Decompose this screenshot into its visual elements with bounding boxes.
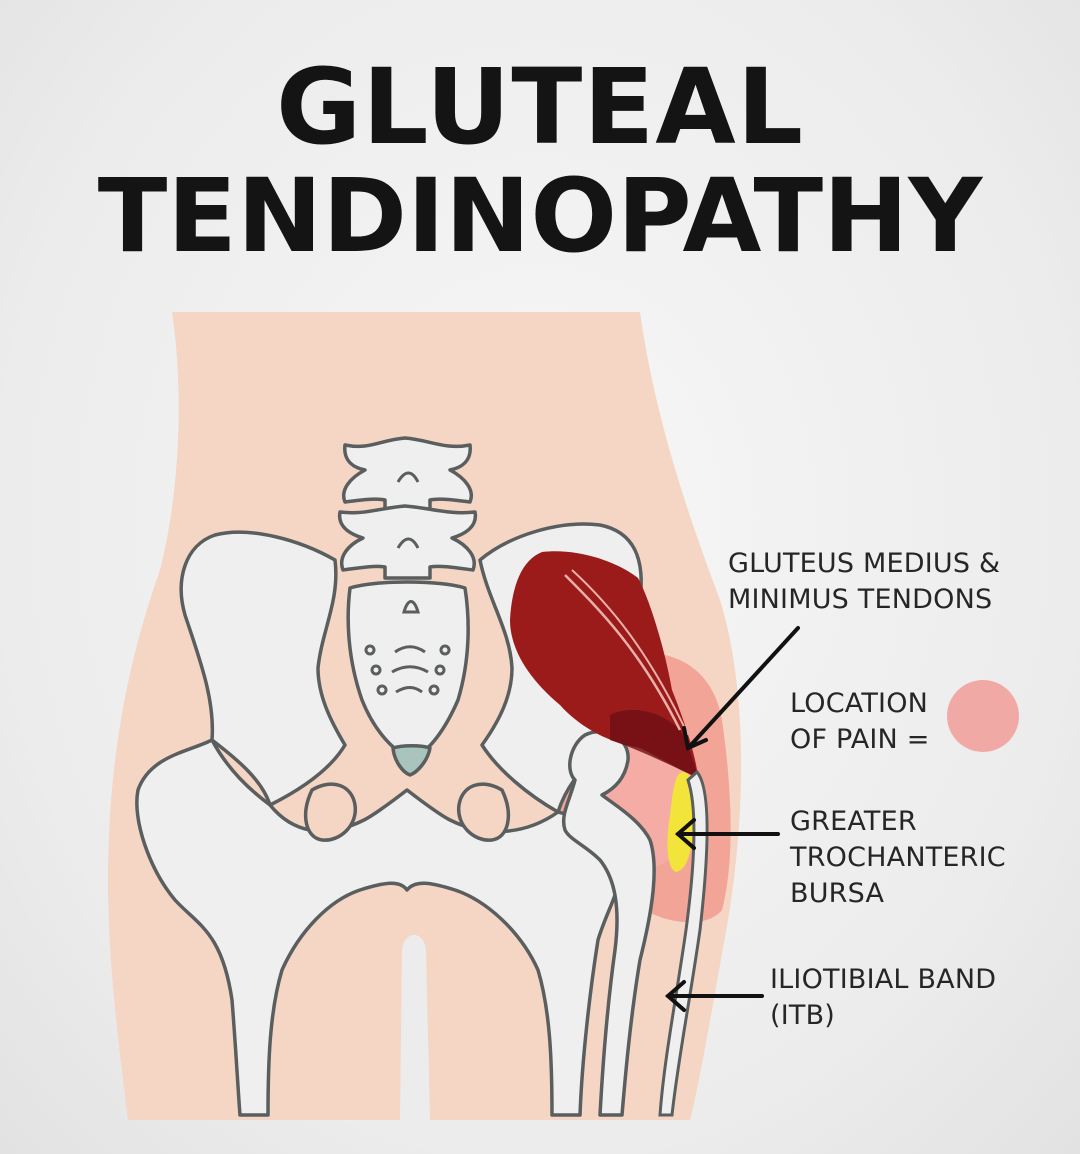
pain-legend-swatch (947, 680, 1019, 752)
right-obturator (457, 782, 511, 842)
label-tendons-line-1: GLUTEUS MEDIUS & (728, 548, 1001, 579)
sacral-foramina (364, 471, 451, 696)
label-pain-line-2: OF PAIN = (790, 724, 930, 755)
label-bursa: GREATER TROCHANTERIC BURSA (790, 804, 1006, 912)
label-itb-line-1: ILIOTIBIAL BAND (770, 964, 997, 995)
label-itb-line-2: (ITB) (770, 1000, 836, 1031)
left-obturator (303, 782, 357, 842)
sacrum (346, 580, 470, 762)
coccyx (391, 744, 432, 777)
arrow-tendons (688, 626, 800, 748)
label-tendons-line-2: MINIMUS TENDONS (728, 584, 993, 615)
label-tendons: GLUTEUS MEDIUS & MINIMUS TENDONS (728, 546, 1000, 618)
label-pain-line-1: LOCATION (790, 688, 929, 719)
title-line-1: GLUTEAL (275, 46, 805, 168)
title-line-2: TENDINOPATHY (97, 157, 983, 276)
label-arrows (664, 626, 800, 1012)
label-bursa-line-3: BURSA (790, 878, 885, 909)
thigh-gap (400, 935, 430, 1120)
trochanteric-bursa (667, 772, 695, 872)
label-bursa-line-2: TROCHANTERIC (790, 842, 1006, 873)
right-femur (562, 729, 656, 1117)
label-itb: ILIOTIBIAL BAND (ITB) (770, 962, 996, 1034)
label-bursa-line-1: GREATER (790, 806, 917, 837)
label-pain: LOCATION OF PAIN = (790, 686, 930, 758)
vertebra-middle (337, 504, 478, 580)
gluteus-muscle (510, 551, 698, 778)
iliotibial-band (658, 769, 709, 1117)
left-ilium-bone (179, 530, 347, 807)
